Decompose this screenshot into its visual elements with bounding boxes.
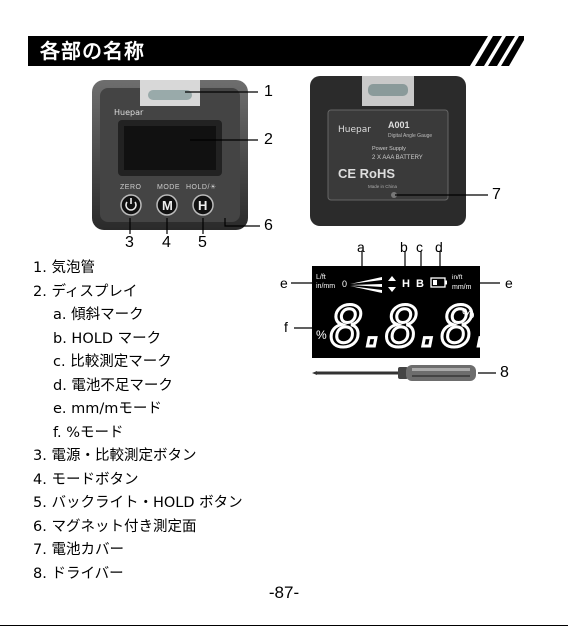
front-brand: Huepar: [114, 108, 144, 117]
list-item: e. mm/mモード: [53, 401, 162, 417]
list-item: d. 電池不足マーク: [53, 377, 173, 394]
back-cert: CE RoHS: [338, 166, 395, 181]
callout-8: 8: [500, 364, 509, 381]
screwdriver-image: [312, 365, 476, 381]
svg-text:M: M: [162, 198, 173, 213]
lcd-percent-left: %: [316, 328, 327, 342]
zero-label: ZERO: [120, 184, 142, 191]
bottom-divider: [0, 625, 568, 626]
list-item: 6. マグネット付き測定面: [33, 518, 197, 535]
lcd-hold-mark: H: [402, 278, 410, 290]
battery-low-icon: [430, 277, 447, 288]
hold-button[interactable]: H: [192, 194, 214, 216]
callout-f: f: [284, 319, 288, 335]
callout-2: 2: [264, 131, 273, 148]
list-item: 4. モードボタン: [33, 471, 139, 488]
callout-4: 4: [162, 234, 171, 251]
list-item: 1. 気泡管: [33, 260, 95, 276]
section-header: 各部の名称: [28, 36, 524, 66]
lcd-unit-right-top: in/ft: [452, 274, 463, 281]
lcd-diagram: L/ft in/mm 0 H B in/ft mm/m % 8.8.8.8 %: [312, 266, 480, 358]
svg-text:H: H: [198, 198, 207, 213]
lcd-unit-right-bottom: mm/m: [452, 284, 472, 291]
arrows-icon: [388, 276, 396, 292]
lcd-percent-right: %: [462, 305, 474, 321]
lcd-digits: 8.8.8.8: [330, 295, 480, 358]
callout-e-left: e: [280, 275, 288, 291]
lcd-unit-left-top: L/ft: [316, 274, 326, 281]
mode-button[interactable]: M: [156, 194, 178, 216]
callout-3: 3: [125, 234, 134, 251]
callout-d: d: [435, 239, 443, 255]
back-model: A001: [388, 120, 410, 130]
back-product: Digital Angle Gauge: [388, 133, 432, 139]
callout-7: 7: [492, 186, 501, 203]
list-item: 3. 電源・比較測定ボタン: [33, 448, 197, 464]
list-item: 7. 電池カバー: [33, 542, 124, 558]
list-item: f. %モード: [53, 424, 124, 441]
callout-a: a: [357, 239, 365, 255]
front-device-image: Huepar ZERO MODE HOLD/☀ M H: [92, 80, 248, 230]
lcd-zero: 0: [342, 279, 347, 289]
lcd-unit-left-bottom: in/mm: [316, 283, 335, 290]
list-item: 5. バックライト・HOLD ボタン: [33, 495, 243, 511]
battery-cover-screw-icon: [391, 192, 397, 198]
back-power-value: 2 X AAA BATTERY: [372, 155, 423, 161]
back-brand: Huepar: [338, 125, 371, 135]
back-device-image: Huepar A001 Digital Angle Gauge Power Su…: [310, 76, 466, 226]
tilt-mark-icon: [350, 277, 382, 293]
header-banner: [28, 36, 524, 66]
callout-e-right: e: [505, 275, 513, 291]
callout-b: b: [400, 239, 408, 255]
list-item: 2. ディスプレイ: [33, 283, 138, 300]
list-item: 8. ドライバー: [33, 565, 124, 582]
callout-1: 1: [264, 83, 273, 100]
page-title: 各部の名称: [40, 39, 145, 63]
list-item: b. HOLD マーク: [53, 330, 162, 347]
page-number: -87-: [268, 583, 300, 602]
mode-label: MODE: [157, 184, 180, 191]
callout-6: 6: [264, 217, 273, 234]
lcd-compare-mark: B: [416, 278, 424, 290]
list-item: c. 比較測定マーク: [53, 354, 172, 370]
parts-list: 1. 気泡管 2. ディスプレイ a. 傾斜マーク b. HOLD マーク c.…: [33, 257, 363, 586]
hold-label: HOLD/☀: [186, 183, 217, 191]
back-origin: Made in China: [368, 184, 398, 189]
callout-c: c: [416, 239, 423, 255]
list-item: a. 傾斜マーク: [53, 307, 144, 323]
power-button[interactable]: [120, 194, 142, 216]
back-power-label: Power Supply: [372, 146, 406, 152]
callout-5: 5: [198, 234, 207, 251]
